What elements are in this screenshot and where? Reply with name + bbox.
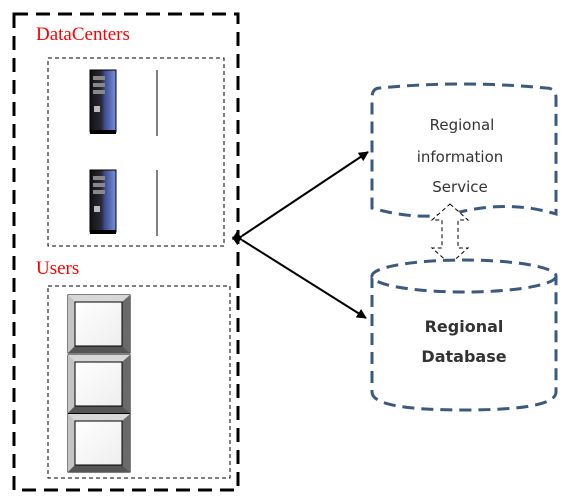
regional-service-line: information [417,148,504,166]
monitor-icon [67,294,131,354]
regional-service-line: Service [432,178,487,196]
monitor-icon [67,354,131,414]
users-group [47,285,231,479]
monitor-icon [67,413,131,473]
arrow-to-regional-service [231,151,369,246]
server-tower-icon [89,169,117,234]
service-database-link [430,203,470,265]
regional-service-line: Regional [430,116,495,134]
regional-database-line: Database [421,347,506,366]
users-label: Users [36,258,79,279]
arrow-to-regional-database [231,230,367,319]
regional-service-box [370,82,558,218]
datacenters-group [47,57,225,247]
regional-database-line: Regional [425,317,504,336]
datacenters-label: DataCenters [36,24,130,45]
regional-database-cylinder [370,258,558,412]
server-tower-icon [89,69,117,134]
